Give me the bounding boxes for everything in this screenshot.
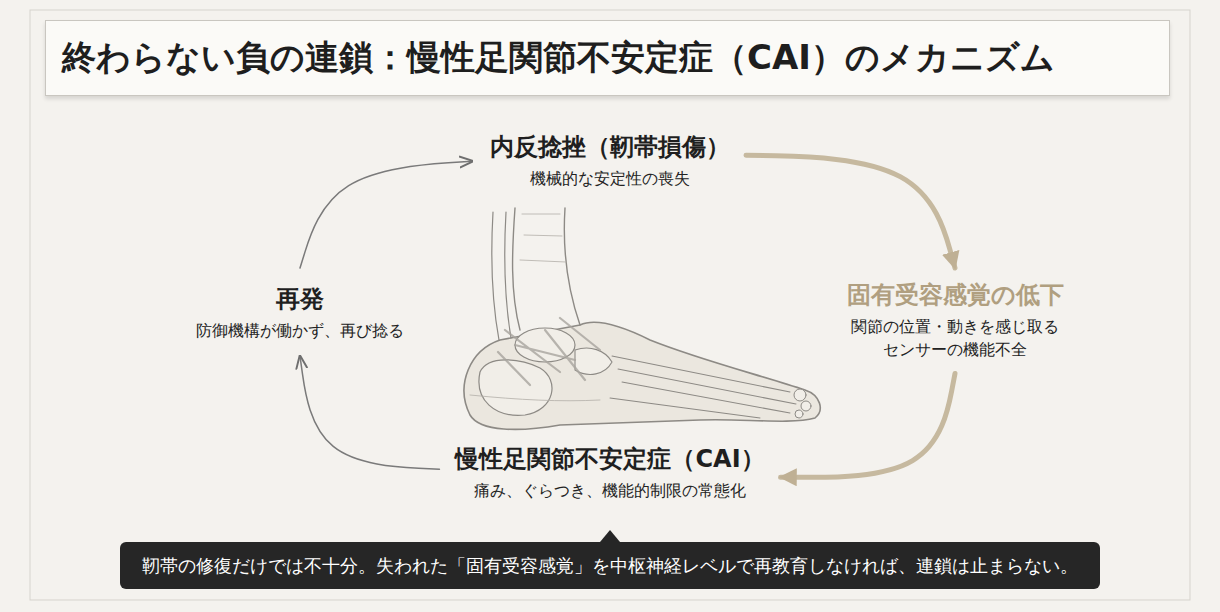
step-text: 内反捻挫（靭帯損傷） 機械的な安定性の喪失 [484, 128, 736, 194]
cycle-arrow [746, 155, 955, 268]
step-text: 再発防御機構が働かず、再び捻る [190, 280, 410, 346]
cycle-arrow [300, 356, 439, 469]
callout-tail [600, 530, 620, 542]
step-heading: 再発 [196, 284, 404, 315]
title-box: 終わらない負の連鎖：慢性足関節不安定症（CAI）のメカニズム [45, 20, 1170, 96]
step-description: 機械的な安定性の喪失 [490, 167, 730, 190]
foot-illustration [464, 208, 820, 429]
cycle-arrow [781, 374, 955, 478]
step-heading: 靭帯の修復だけでは不十分。失われた「固有受容感覚」を中枢神経レベルで再教育しなけ… [142, 554, 1078, 577]
step-heading: 慢性足関節不安定症（CAI） [455, 444, 764, 475]
step-text: 慢性足関節不安定症（CAI） 痛み、ぐらつき、機能的制限の常態化 [449, 440, 770, 506]
step-description: 関節の位置・動きを感じ取る センサーの機能不全 [843, 315, 1067, 361]
cycle-arrow [300, 161, 472, 268]
frame [30, 10, 1190, 600]
note-banner: 靭帯の修復だけでは不十分。失われた「固有受容感覚」を中枢神経レベルで再教育しなけ… [120, 542, 1100, 589]
title: 終わらない負の連鎖：慢性足関節不安定症（CAI）のメカニズム [46, 35, 1055, 81]
step-description: 防御機構が働かず、再び捻る [196, 319, 404, 342]
step-heading: 固有受容感覚の低下 [843, 280, 1067, 311]
step-heading: 内反捻挫（靭帯損傷） [490, 132, 730, 163]
step-text: 固有受容感覚の低下関節の位置・動きを感じ取る センサーの機能不全 [837, 276, 1073, 366]
step-description: 痛み、ぐらつき、機能的制限の常態化 [455, 479, 764, 502]
